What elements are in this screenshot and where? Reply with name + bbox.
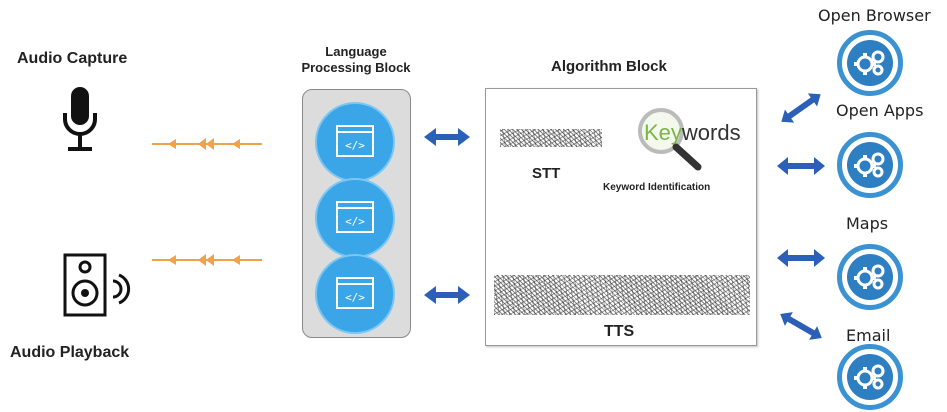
keywords-logo: Keywords — [644, 120, 741, 145]
stt-waveform — [500, 129, 602, 147]
double-arrow-open-apps — [777, 157, 825, 175]
code-module-3: </> — [315, 254, 395, 334]
svg-text:</>: </> — [345, 291, 365, 304]
speaker-icon — [63, 253, 131, 317]
language-block-title-line2: Processing Block — [301, 60, 411, 75]
double-arrow-stt — [424, 128, 470, 146]
open-apps-icon[interactable] — [837, 132, 903, 198]
maps-icon[interactable] — [837, 244, 903, 310]
code-window-icon: </> — [336, 125, 374, 157]
gears-icon — [847, 40, 893, 86]
code-module-2: </> — [315, 178, 395, 258]
tts-waveform — [494, 275, 750, 315]
double-arrow-email — [780, 312, 822, 340]
app-label-email: Email — [846, 326, 891, 345]
code-window-icon: </> — [336, 201, 374, 233]
app-label-open-browser: Open Browser — [818, 6, 931, 25]
gears-icon — [847, 254, 893, 300]
language-processing-panel: </> </> </> — [302, 89, 411, 338]
double-arrow-maps — [777, 249, 825, 267]
double-arrow-open-browser — [781, 93, 821, 123]
keyword-identification-label: Keyword Identification — [603, 182, 711, 193]
audio-playback-label: Audio Playback — [10, 344, 130, 361]
tts-label: TTS — [604, 323, 635, 340]
double-arrow-tts — [424, 286, 470, 304]
email-icon[interactable] — [837, 344, 903, 410]
open-browser-icon[interactable] — [837, 30, 903, 96]
algorithm-block: STT Keywords Keyword Identification TTS — [485, 88, 757, 346]
magnifier-icon — [638, 108, 702, 171]
algorithm-block-title: Algorithm Block — [551, 58, 667, 75]
audio-capture-label: Audio Capture — [17, 50, 128, 67]
stt-label: STT — [532, 165, 561, 182]
sound-wave-capture — [152, 138, 262, 150]
code-window-icon: </> — [336, 277, 374, 309]
code-module-1: </> — [315, 102, 395, 182]
language-block-title: Language Processing Block — [290, 44, 422, 76]
svg-text:</>: </> — [345, 215, 365, 228]
app-label-maps: Maps — [846, 214, 889, 233]
svg-text:</>: </> — [345, 139, 365, 152]
microphone-icon — [63, 87, 97, 151]
gears-icon — [847, 142, 893, 188]
app-label-open-apps: Open Apps — [836, 101, 924, 120]
language-block-title-line1: Language — [325, 44, 387, 59]
gears-icon — [847, 354, 893, 400]
sound-wave-playback — [152, 254, 262, 266]
